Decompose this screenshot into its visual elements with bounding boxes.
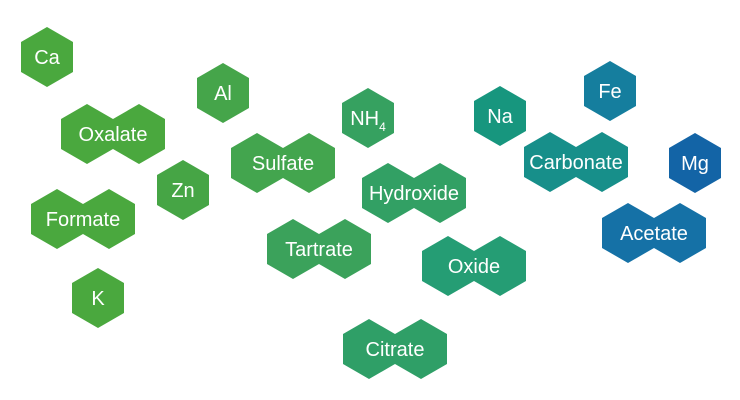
node-carbonate: Carbonate <box>524 132 628 192</box>
node-label: Mg <box>681 153 709 175</box>
node-label: Formate <box>46 209 120 231</box>
hexagon-shape <box>474 86 526 146</box>
hexagon-shape <box>197 63 249 123</box>
node-oxalate: Oxalate <box>61 104 165 164</box>
node-label: K <box>91 288 105 310</box>
node-label: Oxide <box>448 256 500 278</box>
node-zn: Zn <box>157 160 209 220</box>
double-hexagon-shape <box>31 189 135 249</box>
node-label: Acetate <box>620 223 688 245</box>
node-acetate: Acetate <box>602 203 706 263</box>
node-citrate: Citrate <box>343 319 447 379</box>
node-al: Al <box>197 63 249 123</box>
node-na: Na <box>474 86 526 146</box>
hexagon-shape <box>157 160 209 220</box>
hexagon-shape <box>21 27 73 87</box>
double-hexagon-shape <box>61 104 165 164</box>
hexagon-shape <box>669 133 721 193</box>
node-label: Al <box>214 83 232 105</box>
node-formate: Formate <box>31 189 135 249</box>
node-ca: Ca <box>21 27 73 87</box>
node-label: Oxalate <box>79 124 148 146</box>
node-label: Na <box>487 106 513 128</box>
hexagon-shape <box>72 268 124 328</box>
node-fe: Fe <box>584 61 636 121</box>
node-label: Ca <box>34 47 60 69</box>
node-label: Hydroxide <box>369 183 459 205</box>
double-hexagon-shape <box>343 319 447 379</box>
node-nh4: NH4 <box>342 88 394 148</box>
double-hexagon-shape <box>524 132 628 192</box>
node-k: K <box>72 268 124 328</box>
node-label: NH4 <box>350 108 386 134</box>
node-label: Zn <box>171 180 194 202</box>
node-label: Fe <box>598 81 621 103</box>
node-hydroxide: Hydroxide <box>362 163 466 223</box>
double-hexagon-shape <box>231 133 335 193</box>
node-label: Tartrate <box>285 239 353 261</box>
hexagon-shape <box>584 61 636 121</box>
node-label: Carbonate <box>529 152 622 174</box>
node-label: Citrate <box>366 339 425 361</box>
node-sulfate: Sulfate <box>231 133 335 193</box>
node-mg: Mg <box>669 133 721 193</box>
double-hexagon-shape <box>267 219 371 279</box>
node-label: Sulfate <box>252 153 314 175</box>
hexagon-shape <box>342 88 394 148</box>
node-tartrate: Tartrate <box>267 219 371 279</box>
node-oxide: Oxide <box>422 236 526 296</box>
double-hexagon-shape <box>422 236 526 296</box>
double-hexagon-shape <box>362 163 466 223</box>
double-hexagon-shape <box>602 203 706 263</box>
